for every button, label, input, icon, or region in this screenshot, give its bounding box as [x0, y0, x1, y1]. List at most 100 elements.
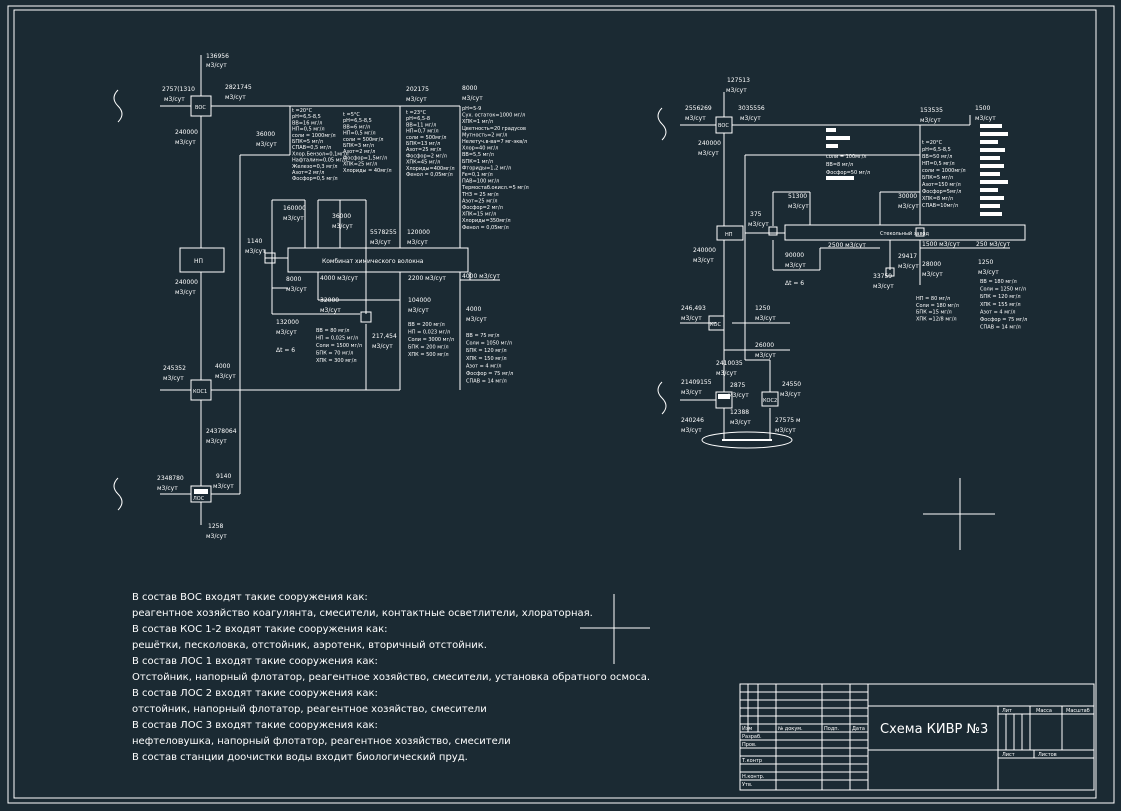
flow-unit: м3/сут [740, 115, 761, 122]
flow-label: 4000 м3/сут [462, 273, 500, 280]
quality-param: Азот=25 мг/л [462, 198, 497, 204]
quality-param: НП = 0,025 мг/л [316, 336, 358, 342]
quality-param: НП = 0,023 мг/л [408, 330, 450, 336]
note-line: В состав ЛОС 2 входят такие сооружения к… [132, 688, 378, 699]
flow-unit: м3/сут [283, 215, 304, 222]
flow-unit: м3/сут [898, 203, 919, 210]
tb-tcontrol-label: Т.контр [741, 758, 762, 764]
kombinat-label: Комбинат химического волокна [322, 258, 424, 265]
flow-unit: м3/сут [780, 391, 801, 398]
flow-unit: м3/сут [755, 315, 776, 322]
quality-param: Хлориды = 40мг/л [343, 168, 392, 174]
quality-param: Фосфор=0,5 мг/л [292, 176, 338, 182]
flow-unit: м3/сут [920, 117, 941, 124]
flow-unit: м3/сут [206, 438, 227, 445]
tb-scale-label: Масштаб [1066, 708, 1090, 714]
river-symbol [113, 477, 123, 511]
flow-label: 104000 [408, 297, 431, 304]
flow-unit: м3/сут [730, 419, 751, 426]
river-symbol [657, 107, 667, 141]
quality-param: Фосфор=5мг/л [922, 189, 961, 195]
quality-param: СПАВ = 14 мг/л [466, 379, 507, 385]
note-line: В состав ВОС входят такие сооружения как… [132, 592, 368, 603]
quality-param: ПАВ=100 мг/л [462, 179, 499, 185]
river-symbol [657, 381, 667, 415]
flow-unit: м3/сут [370, 239, 391, 246]
small-node [360, 311, 372, 323]
flow-label: 2757(1310 [162, 86, 195, 93]
title-block: Схема КИВР №3 Лит Масса Масштаб Лист Лис… [739, 683, 1095, 791]
loc-node [715, 391, 733, 409]
quality-param: Азот=2 мг/л [292, 170, 324, 176]
vos-label: ВОС [195, 105, 206, 111]
flow-unit: м3/сут [978, 269, 999, 276]
flow-unit: м3/сут [681, 315, 702, 322]
flow-label: 1250 [755, 305, 770, 312]
flow-unit: м3/сут [681, 389, 702, 396]
tb-date-label: Дата [852, 726, 865, 732]
quality-param: БПК=5 мг/л [292, 139, 323, 145]
flow-unit: м3/сут [256, 141, 277, 148]
flow-label: 1140 [247, 238, 262, 245]
flow-label: 240246 [681, 417, 704, 424]
flow-label: 28000 [922, 261, 941, 268]
quality-param: НП=0,5 мг/л [343, 131, 376, 137]
kombinat-node [287, 247, 469, 273]
quality-param: ХПК = 155 мг/л [980, 302, 1021, 308]
note-line: нефтеловушка, напорный флотатор, реагент… [132, 736, 511, 747]
flow-unit: м3/сут [372, 343, 393, 350]
flow-unit: м3/сут [332, 223, 353, 230]
flow-label: 12388 [730, 409, 749, 416]
small-node [915, 227, 925, 237]
flow-label: 245352 [163, 365, 186, 372]
quality-list: t =20°СpH=6,5-8,5ВВ=16 мг/лНП=0,5 мг/лсо… [292, 108, 349, 182]
quality-param: ВВ=5,5 мг/л [462, 152, 494, 158]
quality-param: Соли = 1050 мг/л [466, 341, 512, 347]
flow-label: 120000 [407, 229, 430, 236]
quality-param: ХПК=1 мг/л [462, 119, 493, 125]
quality-param: НП=0,5 мг/л [292, 127, 325, 133]
np-label: НП [725, 232, 733, 238]
quality-param: Фенол = 0,05мг/л [462, 225, 509, 231]
quality-param: БПК = 120 мг/л [980, 294, 1021, 300]
small-node [264, 252, 276, 264]
note-line: отстойник, напорный флотатор, реагентное… [132, 704, 487, 715]
flow-label: 9140 [216, 473, 231, 480]
flow-label: 21409155 [681, 379, 712, 386]
loc-fill [194, 489, 208, 494]
quality-param: pH=6,5-8 [406, 116, 430, 122]
quality-param: t =20°С [922, 140, 943, 146]
quality-param: Фосфор = 75 мг/л [466, 371, 513, 377]
note-line: В состав станции доочистки воды входит б… [132, 752, 468, 763]
quality-param: ВВ=6 мг/л [343, 124, 370, 130]
flow-unit: м3/сут [726, 87, 747, 94]
tb-sheets-label: Листов [1038, 752, 1057, 758]
kos-node [708, 315, 725, 331]
quality-param: ХПК=8 мг/л [922, 196, 953, 202]
flow-unit: м3/сут [716, 370, 737, 377]
flow-unit: м3/сут [685, 115, 706, 122]
flow-unit: м3/сут [755, 352, 776, 359]
river-symbol [113, 89, 123, 123]
flow-unit: м3/сут [276, 329, 297, 336]
np-node [179, 247, 225, 273]
flow-label: 5578255 [370, 229, 397, 236]
quality-param: ВВ=16 мг/л [292, 120, 322, 126]
note-line: реагентное хозяйство коагулянта, смесите… [132, 608, 593, 619]
dt-label: Δt = 6 [276, 347, 295, 354]
quality-param: соли = 100мг/л [826, 154, 866, 160]
flow-unit: м3/сут [728, 392, 749, 399]
flow-unit: м3/сут [873, 283, 894, 290]
flow-label: 240000 [175, 279, 198, 286]
flow-label: 3035556 [738, 105, 765, 112]
flow-unit: м3/сут [225, 94, 246, 101]
quality-param: t =20°С [292, 108, 313, 114]
outer-frame [7, 5, 1115, 804]
stekol-label: Стекольный завод [880, 230, 929, 237]
tb-doc-label: № докум. [778, 726, 803, 732]
flow-label: 246,493 [681, 305, 706, 312]
flow-label: 30000 [898, 193, 917, 200]
